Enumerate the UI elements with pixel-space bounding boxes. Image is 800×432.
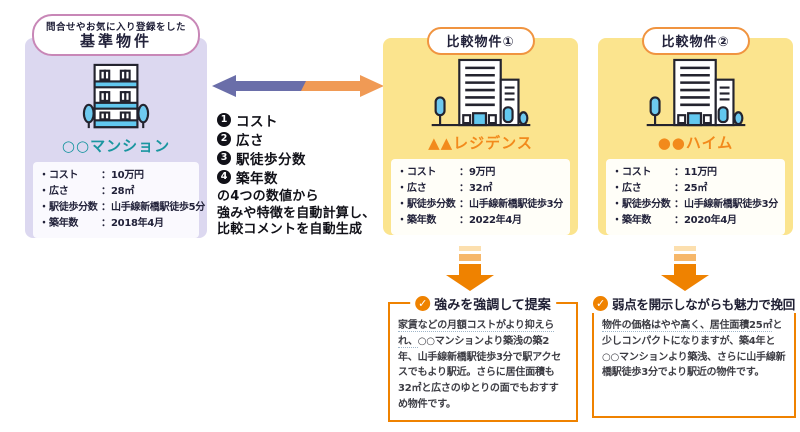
result-title-2: ✓ 弱点を開示しながらも魅力で挽回 <box>590 294 798 313</box>
result-comment-1: 家賃などの月額コストがより抑えられ、○○マンションより築浅の築2年、山手線新橋駅… <box>390 304 576 419</box>
result-body-text-2: と少しコンパクトになりますが、築4年と○○マンションより築浅、さらに山手線新橋駅… <box>602 320 786 379</box>
bullet: ・ <box>397 183 407 194</box>
check-icon: ✓ <box>415 296 431 311</box>
bullet: ・ <box>612 167 622 178</box>
detail-row-size: ・ 広さ ： 32㎡ <box>397 181 565 197</box>
detail-row-age: ・ 築年数 ： 2020年4月 <box>612 213 780 229</box>
compare-badge-1: 比較物件① <box>426 27 535 55</box>
result-title-text: 弱点を開示しながらも魅力で挽回 <box>611 297 796 312</box>
base-badge-title: 基準物件 <box>79 32 152 50</box>
check-icon: ✓ <box>592 296 608 311</box>
result-highlight-1: 家賃などの月額コストがより抑えられ、 <box>398 320 555 348</box>
circled-number-icon: 3 <box>217 150 231 165</box>
result-title-1: ✓ 強みを強調して提案 <box>410 294 556 313</box>
base-property-details: ・ コスト ： 10万円 ・ 広さ ： 28㎡ ・ 駅徒歩分数 ： 山手線新橋駅… <box>33 162 205 238</box>
factor-walk: 3 駅徒歩分数 <box>217 148 306 168</box>
result-title-text: 強みを強調して提案 <box>434 298 551 313</box>
bullet: ・ <box>39 170 49 181</box>
detail-row-age: ・ 築年数 ： 2022年4月 <box>397 213 565 229</box>
bullet: ・ <box>397 167 407 178</box>
result-body-text-1: ○○マンションより築浅の築2年、山手線新橋駅徒歩3分で駅アクセスでもより駅近。さ… <box>398 335 562 410</box>
base-property-name: ○○マンション <box>61 137 171 155</box>
compare-property-card-1: 比較物件① <box>383 27 578 235</box>
office-building-icon <box>431 58 530 127</box>
circled-number-icon: 4 <box>217 169 231 184</box>
circled-number-icon: 2 <box>217 131 231 146</box>
factor-size: 2 広さ <box>217 129 306 149</box>
detail-row-cost: ・ コスト ： 9万円 <box>397 165 565 181</box>
result-comment-2: 物件の価格はやや高く、居住面積25㎡と少しコンパクトになりますが、築4年と○○マ… <box>594 304 794 387</box>
detail-row-cost: ・ コスト ： 11万円 <box>612 165 780 181</box>
office-building-icon <box>646 58 745 127</box>
base-badge-subtitle: 問合せやお気に入り登録をした <box>45 22 186 33</box>
detail-row-size: ・ 広さ ： 25㎡ <box>612 181 780 197</box>
result-box-weakness-recovery: ✓ 弱点を開示しながらも魅力で挽回 物件の価格はやや高く、居住面積25㎡と少しコ… <box>590 294 798 418</box>
circled-number-icon: 1 <box>217 112 231 127</box>
base-property-card: 問合せやお気に入り登録をした 基準物件 ○○マンション <box>25 14 207 238</box>
bullet: ・ <box>612 183 622 194</box>
detail-row-age: ・ 築年数 ： 2018年4月 <box>39 216 194 232</box>
bullet: ・ <box>397 215 407 226</box>
factor-age: 4 築年数 <box>217 167 306 187</box>
compare-badge-2: 比較物件② <box>641 27 750 55</box>
detail-row-walk: ・ 駅徒歩分数 ： 山手線新橋駅徒歩3分 <box>397 197 565 213</box>
detail-row-size: ・ 広さ ： 28㎡ <box>39 184 194 200</box>
result-box-strengths: ✓ 強みを強調して提案 家賃などの月額コストがより抑えられ、○○マンションより築… <box>388 294 578 422</box>
apartment-building-icon <box>82 63 150 129</box>
bullet: ・ <box>39 186 49 197</box>
detail-row-walk: ・ 駅徒歩分数 ： 山手線新橋駅徒歩3分 <box>612 197 780 213</box>
bullet: ・ <box>39 202 49 213</box>
compare-property-name-1: ▲▲レジデンス <box>428 134 533 152</box>
base-property-badge: 問合せやお気に入り登録をした 基準物件 <box>32 14 200 56</box>
compare-property-card-2: 比較物件② <box>598 27 793 235</box>
bullet: ・ <box>397 199 407 210</box>
factor-cost: 1 コスト <box>217 110 306 130</box>
result-highlight-2: 物件の価格はやや高く、居住面積25㎡ <box>602 320 773 332</box>
compare-property-details-2: ・ コスト ： 11万円 ・ 広さ ： 25㎡ ・ 駅徒歩分数 ： 山手線新橋駅… <box>606 159 785 235</box>
comparison-factors-list: 1 コスト 2 広さ 3 駅徒歩分数 4 築年数 <box>217 110 306 187</box>
bullet: ・ <box>612 215 622 226</box>
detail-row-walk: ・ 駅徒歩分数 ： 山手線新橋駅徒歩5分 <box>39 200 205 216</box>
detail-row-cost: ・ コスト ： 10万円 <box>39 168 194 184</box>
bidirectional-arrow-icon <box>212 75 384 97</box>
compare-property-name-2: ●●ハイム <box>657 134 734 152</box>
bullet: ・ <box>612 199 622 210</box>
bullet: ・ <box>39 218 49 229</box>
auto-generation-note: の4つの数値から 強みや特徴を自動計算し、 比較コメントを自動生成 <box>217 189 376 237</box>
compare-property-details-1: ・ コスト ： 9万円 ・ 広さ ： 32㎡ ・ 駅徒歩分数 ： 山手線新橋駅徒… <box>391 159 570 235</box>
down-arrow-icon <box>446 246 494 291</box>
down-arrow-icon <box>661 246 709 291</box>
